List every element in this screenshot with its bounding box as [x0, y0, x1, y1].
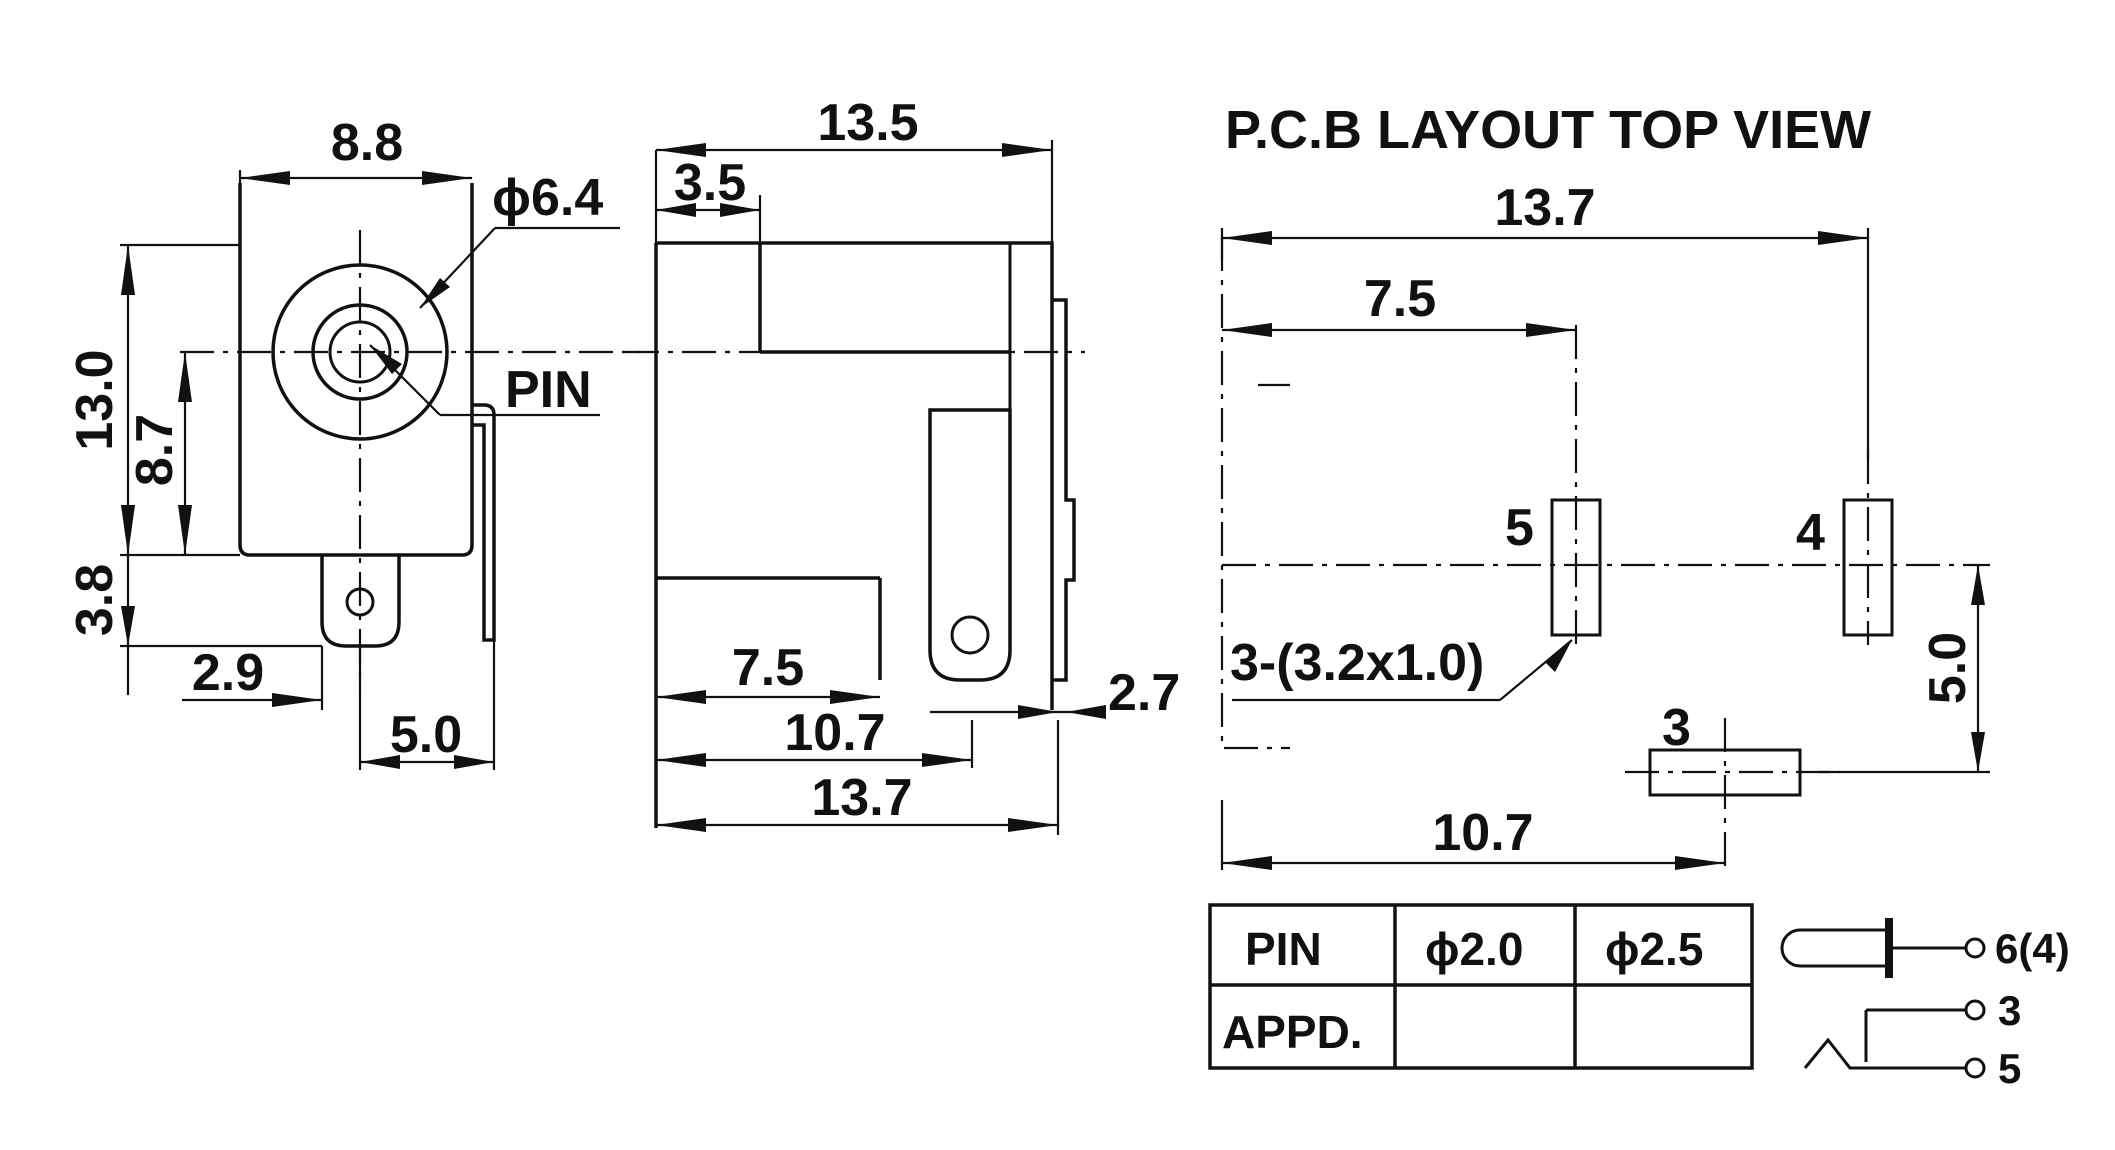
arrowhead [240, 171, 290, 185]
dim-pcb-5-0-label: 5.0 [1919, 632, 1977, 704]
pcb-layout: P.C.B LAYOUT TOP VIEW 5 4 3 13.7 7.5 [1220, 100, 1990, 870]
arrowhead [656, 690, 706, 704]
dim-pcb-10-7-label: 10.7 [1432, 804, 1533, 862]
arrowhead [178, 505, 192, 555]
dim-3-5-label: 3.5 [674, 154, 746, 212]
dim-8-7-label: 8.7 [126, 414, 184, 486]
arrowhead [656, 818, 706, 832]
arrowhead [1545, 640, 1572, 672]
arrowhead [656, 143, 706, 157]
side-view: 13.5 3.5 7.5 10.7 13.7 2.7 [625, 94, 1180, 835]
side-lower-tab [928, 408, 1012, 682]
arrowhead [830, 690, 880, 704]
dim-5-0-label: 5.0 [390, 706, 462, 764]
pin-label: PIN [505, 361, 592, 419]
side-rear-tab [1052, 298, 1076, 682]
arrowhead [1018, 705, 1058, 719]
arrowhead [1222, 323, 1272, 337]
plug-flange [1885, 918, 1893, 978]
pcb-title: P.C.B LAYOUT TOP VIEW [1225, 100, 1871, 160]
plug-body [1780, 928, 1885, 968]
arrowhead [1526, 323, 1576, 337]
wire-5 [1803, 1037, 1965, 1070]
dim-3-8-label: 3.8 [66, 564, 124, 636]
dim-8-8-label: 8.8 [331, 114, 403, 172]
arrowhead [370, 345, 402, 374]
front-view: 8.8 ϕ6.4 PIN 13.0 8.7 3.8 2.9 [66, 114, 640, 770]
arrowhead [272, 693, 322, 707]
jack-schematic: 6(4) 3 5 [1780, 918, 2070, 1092]
side-tab-hole [950, 615, 990, 655]
table-row-appd: APPD. [1222, 1006, 1363, 1058]
terminal-6 [1964, 937, 1986, 959]
pin-table: PIN ϕ2.0 ϕ2.5 APPD. [1208, 903, 1754, 1070]
front-side-pin [472, 403, 496, 642]
dim-2-9-label: 2.9 [192, 644, 264, 702]
terminal-3-label: 3 [1998, 987, 2021, 1034]
arrowhead [720, 203, 760, 217]
dim-13-7-label: 13.7 [811, 769, 912, 827]
arrowhead [1222, 231, 1272, 245]
table-header-pin: PIN [1245, 923, 1322, 975]
arrowhead [656, 203, 696, 217]
pad-3-label: 3 [1662, 699, 1691, 757]
dim-pcb-13-7-label: 13.7 [1494, 179, 1595, 237]
arrowhead [1675, 856, 1725, 870]
dim-2-7-label: 2.7 [1108, 664, 1180, 722]
pad-5-label: 5 [1505, 499, 1534, 557]
terminal-5 [1964, 1057, 1986, 1079]
arrowhead [454, 755, 494, 769]
front-pin-circle [328, 320, 392, 384]
pcb-outline [1220, 237, 1290, 750]
terminal-5-label: 5 [1998, 1045, 2021, 1092]
arrowhead [1222, 856, 1272, 870]
dim-pcb-7-5-label: 7.5 [1364, 270, 1436, 328]
arrowhead [1818, 231, 1868, 245]
arrowhead [422, 171, 472, 185]
arrowhead [1066, 705, 1106, 719]
arrowhead [922, 753, 972, 767]
dim-13-0-label: 13.0 [66, 349, 124, 450]
arrowhead [178, 352, 192, 402]
arrowhead [1971, 565, 1985, 605]
arrowhead [121, 606, 135, 646]
arrowhead [1002, 143, 1052, 157]
dim-7-5-label: 7.5 [732, 639, 804, 697]
dim-13-5-label: 13.5 [817, 94, 918, 152]
dim-bore-label: ϕ6.4 [492, 169, 603, 227]
arrowhead [420, 278, 450, 308]
dim-10-7-label: 10.7 [784, 704, 885, 762]
table-header-d25: ϕ2.5 [1605, 923, 1703, 975]
table-header-d20: ϕ2.0 [1425, 923, 1523, 975]
arrowhead [360, 755, 400, 769]
pad-4-label: 4 [1796, 504, 1825, 562]
slot-note: 3-(3.2x1.0) [1230, 634, 1484, 692]
front-outer-ring [271, 263, 449, 441]
terminal-6-label: 6(4) [1995, 925, 2070, 972]
arrowhead [121, 505, 135, 555]
arrowhead [1971, 732, 1985, 772]
arrowhead [121, 245, 135, 295]
terminal-3 [1964, 999, 1986, 1021]
arrowhead [1008, 818, 1058, 832]
arrowhead [656, 753, 706, 767]
front-body-outline [238, 183, 474, 557]
